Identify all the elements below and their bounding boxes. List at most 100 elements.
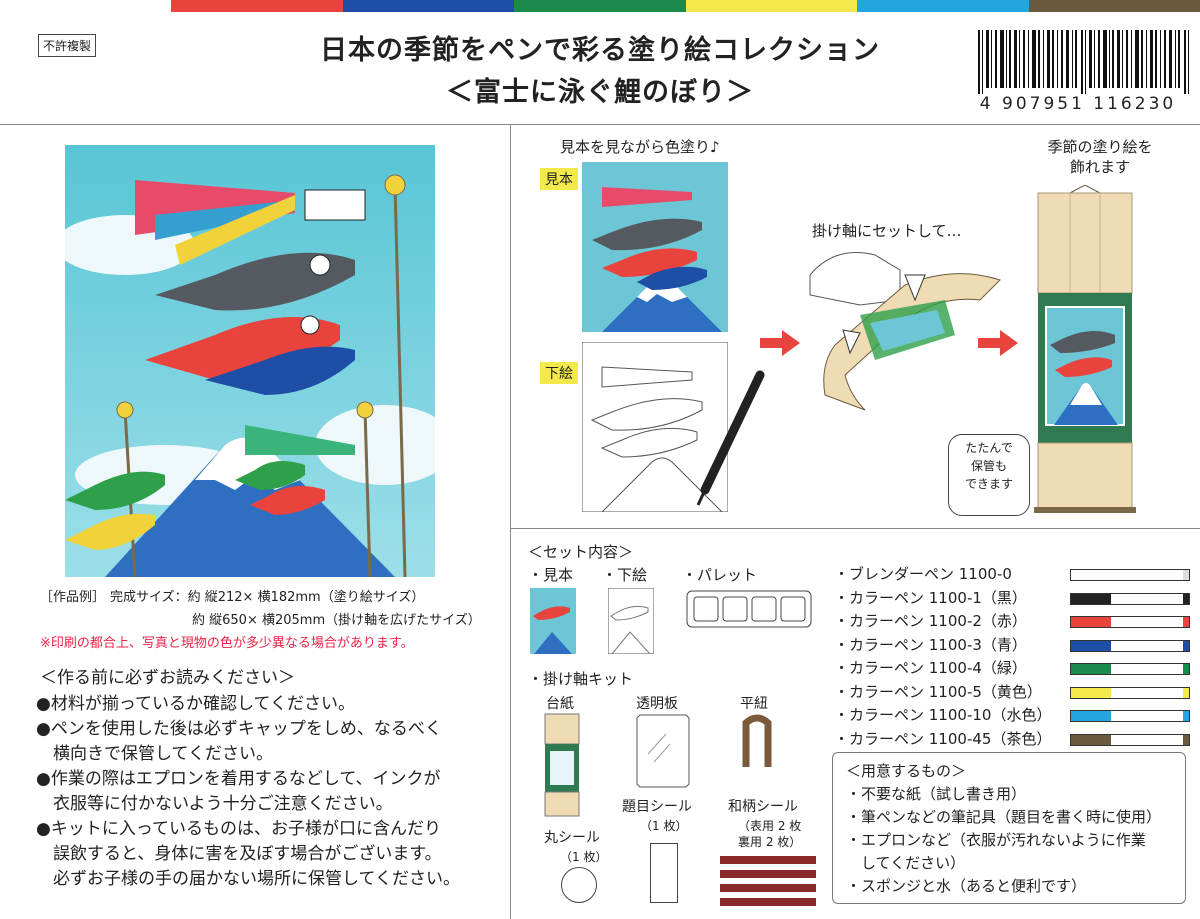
rule-item: 誤飲すると、身体に害を及ぼす場合がございます。 <box>36 844 442 864</box>
pen-swatch-bar <box>1070 686 1190 699</box>
rule-item: ●作業の際はエプロンを着用するなどして、インクが <box>36 769 441 789</box>
prepare-item: ・スポンジと水（あると便利です） <box>846 877 1087 895</box>
contents-title: ＜セット内容＞ <box>528 543 634 561</box>
pen-cap <box>1071 617 1111 627</box>
step3-caption: 季節の塗り絵を 飾れます <box>1030 137 1170 177</box>
scroll-setup-illustration <box>809 252 1001 411</box>
pen-icon <box>696 370 765 506</box>
pen-item: ・カラーペン 1100-10（水色） <box>834 706 1052 724</box>
pen-swatch-bar <box>1070 616 1190 628</box>
kit-title: ・掛け軸キット <box>528 670 634 688</box>
pen-tip <box>1183 640 1189 651</box>
step1-caption: 見本を見ながら色塗り♪ <box>560 138 720 156</box>
pen-item: ・カラーペン 1100-4（緑） <box>834 659 1027 677</box>
color-swatch <box>685 0 858 12</box>
wagara-seal-count-2: 裏用 2 枚） <box>738 835 802 849</box>
title-seal-label: 題目シール <box>622 799 692 815</box>
sample-mini <box>530 588 576 654</box>
barcode-number: 4 907951 116230 <box>979 94 1177 114</box>
barcode-icon <box>978 30 1189 94</box>
page-subtitle: ＜富士に泳ぐ鯉のぼり＞ <box>446 77 754 108</box>
bubble-line: できます <box>964 477 1013 491</box>
pen-list: ・ブレンダーペン 1100-0 ・カラーペン 1100-1（黒） ・カラーペン … <box>834 563 1051 751</box>
title-seal-icon <box>650 843 678 903</box>
size-line-1: 完成サイズ：約 縦212× 横182mm（塗り絵サイズ） <box>110 590 425 605</box>
prepare-item: ・エプロンなど（衣服が汚れないように作業 <box>846 831 1146 849</box>
pen-swatch-bar <box>1070 733 1190 746</box>
contents-palette: ・パレット <box>682 566 758 584</box>
column-divider <box>510 124 511 919</box>
flat-cord-icon <box>742 714 772 767</box>
pen-cap <box>1071 687 1111 698</box>
steps-divider <box>510 528 1200 529</box>
prepare-item: してください） <box>846 854 966 872</box>
size-line-2: 約 縦650× 横205mm（掛け軸を広げたサイズ） <box>192 613 481 628</box>
pen-item: ・ブレンダーペン 1100-0 <box>834 565 1012 583</box>
transparent-plate-icon <box>636 714 690 788</box>
color-swatch <box>0 0 172 12</box>
hanging-scroll-illustration <box>1034 185 1136 513</box>
color-swatch <box>514 0 686 12</box>
draft-tag: 下絵 <box>540 362 578 384</box>
pen-tip <box>1183 664 1189 674</box>
transparent-plate-label: 透明板 <box>636 696 678 712</box>
step3-caption-line: 飾れます <box>1069 158 1130 176</box>
pen-tip <box>1183 734 1189 745</box>
pen-cap <box>1071 593 1111 604</box>
prepare-item: ・筆ペンなどの筆記具（題目を書く時に使用） <box>846 808 1162 826</box>
pen-tip <box>1183 570 1189 580</box>
round-seal-label: 丸シール <box>544 830 600 846</box>
contents-draft: ・下絵 <box>602 566 648 584</box>
top-color-bar <box>0 0 1200 12</box>
pen-item: ・カラーペン 1100-5（黄色） <box>834 682 1042 701</box>
pen-item: ・カラーペン 1100-1（黒） <box>834 588 1027 607</box>
pen-swatch-bar <box>1070 569 1190 581</box>
rule-item: ●材料が揃っているか確認してください。 <box>36 694 355 714</box>
arrow-icon <box>760 330 800 360</box>
prepare-item: ・不要な紙（試し書き用） <box>846 785 1027 803</box>
bubble-line: たたんで <box>965 441 1013 455</box>
rule-item: ●ペンを使用した後は必ずキャップをしめ、なるべく <box>36 719 442 739</box>
sample-tag: 見本 <box>540 168 578 190</box>
contents-sample: ・見本 <box>528 566 574 584</box>
pen-swatch-bar <box>1070 639 1190 652</box>
example-label: ［作品例］ <box>40 590 106 605</box>
pen-swatch-bar <box>1070 663 1190 675</box>
draft-mini <box>608 588 654 654</box>
fold-speech-bubble: たたんで 保管も できます <box>948 434 1030 516</box>
rule-item: 衣服等に付かないよう十分ご注意ください。 <box>36 794 393 814</box>
prepare-title: ＜用意するもの＞ <box>846 762 967 780</box>
arrow-icon <box>978 330 1018 360</box>
rule-item: ●キットに入っているものは、お子様が口に含んだり <box>36 819 441 839</box>
pen-cap <box>1071 734 1111 745</box>
page-title: 日本の季節をペンで彩る塗り絵コレクション <box>320 35 880 66</box>
wagara-seal-label: 和柄シール <box>728 799 798 815</box>
rules-list: ●材料が揃っているか確認してください。 ●ペンを使用した後は必ずキャップをしめ、… <box>36 692 506 892</box>
rule-item: 必ずお子様の手の届かない場所に保管してください。 <box>36 869 460 889</box>
rule-item: 横向きで保管してください。 <box>36 744 273 764</box>
pen-swatch-bar <box>1070 710 1190 722</box>
pen-cap <box>1071 640 1111 651</box>
step3-caption-line: 季節の塗り絵を <box>1047 138 1153 156</box>
round-seal-count: （1 枚） <box>560 850 608 864</box>
pen-tip <box>1183 593 1189 604</box>
pen-tip <box>1183 617 1189 627</box>
base-paper-label: 台紙 <box>546 696 574 712</box>
round-seal-icon <box>561 867 597 903</box>
color-note: ※印刷の都合上、写真と現物の色が多少異なる場合があります。 <box>40 636 414 651</box>
pen-tip <box>1183 711 1189 721</box>
header-divider <box>0 124 1200 125</box>
color-swatch <box>342 0 515 12</box>
color-swatch <box>1028 0 1200 12</box>
prepare-box <box>832 752 1186 904</box>
pen-item: ・カラーペン 1100-45（茶色） <box>834 729 1052 748</box>
pen-tip <box>1183 687 1189 698</box>
pen-cap <box>1071 664 1111 674</box>
pen-swatch-bar <box>1070 592 1190 605</box>
prepare-list: ・不要な紙（試し書き用） ・筆ペンなどの筆記具（題目を書く時に使用） ・エプロン… <box>846 783 1161 898</box>
wagara-seal-count-1: （表用 2 枚 <box>738 819 802 833</box>
pen-item: ・カラーペン 1100-3（青） <box>834 635 1027 654</box>
pen-item: ・カラーペン 1100-2（赤） <box>834 612 1027 630</box>
pen-cap <box>1071 711 1111 721</box>
bubble-line: 保管も <box>970 459 1007 473</box>
